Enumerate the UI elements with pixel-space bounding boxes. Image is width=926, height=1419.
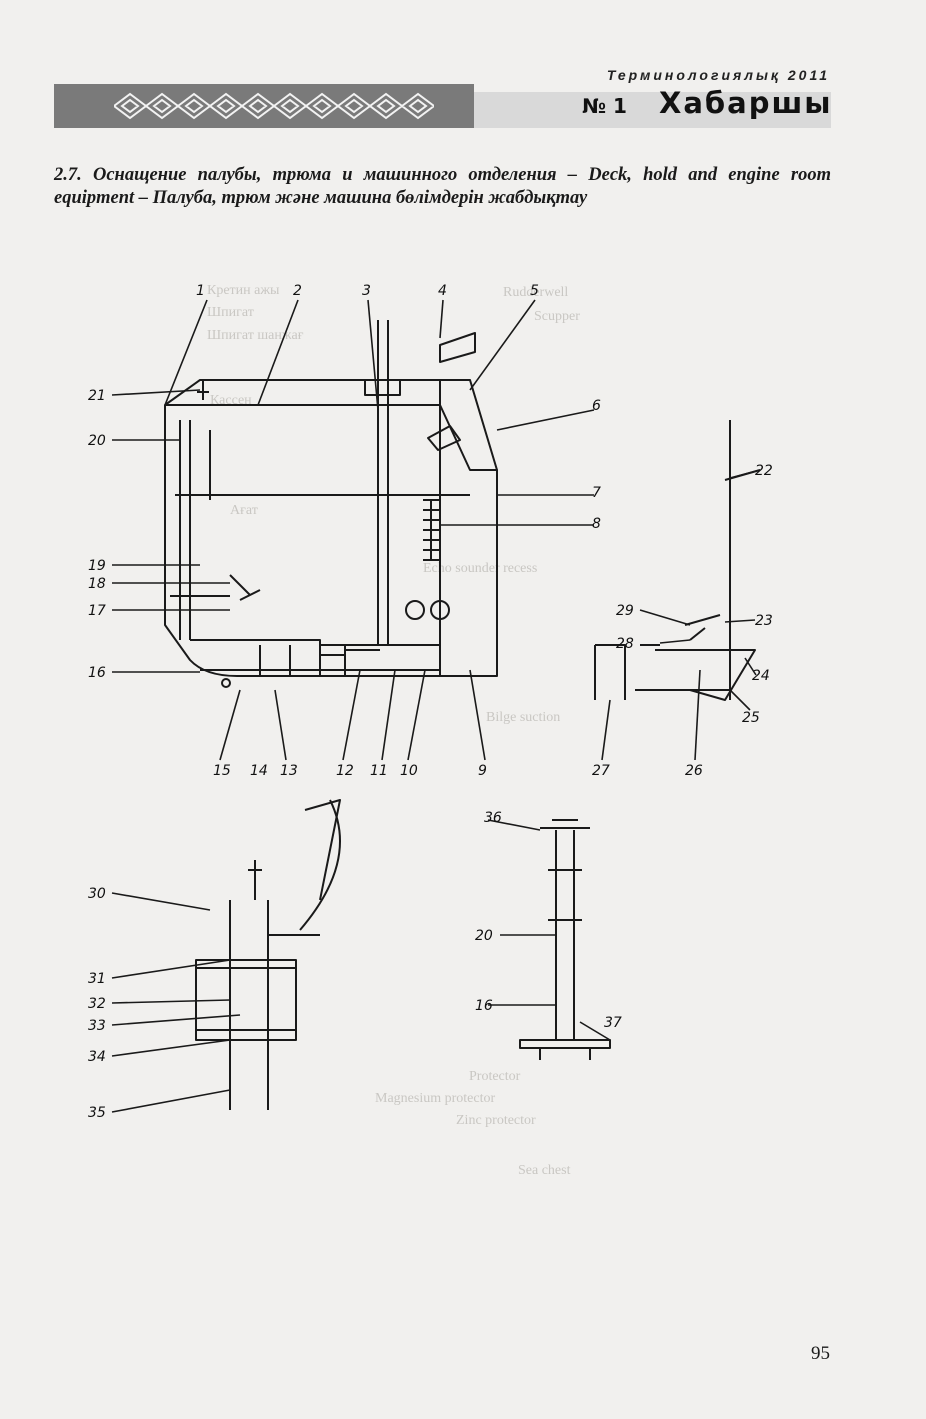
base-plate — [539, 1048, 591, 1060]
sea-chest — [640, 644, 756, 701]
callout-numbers: 1 2 3 4 5 6 7 8 9 10 11 12 13 14 15 16 1… — [88, 283, 773, 1121]
doubler — [519, 1039, 611, 1049]
callout-20: 20 — [88, 433, 106, 449]
callout-8: 8 — [592, 516, 601, 532]
callout-29: 29 — [616, 603, 634, 619]
callout-5: 5 — [530, 283, 539, 299]
strainer-a — [405, 600, 425, 620]
issue-number: № 1 — [582, 94, 627, 118]
callout-25: 25 — [742, 710, 760, 726]
deck-fitting — [427, 425, 461, 451]
pump-suction — [259, 645, 291, 676]
vent-box — [439, 332, 476, 363]
callout-34: 34 — [88, 1049, 106, 1065]
shell-section — [195, 968, 297, 1030]
callout-31: 31 — [88, 971, 106, 987]
valve-handle — [197, 380, 209, 400]
overboard-curve — [299, 799, 341, 931]
callout-20b: 20 — [475, 928, 493, 944]
callout-12: 12 — [336, 763, 354, 779]
journal-title: Хабаршы — [659, 86, 833, 120]
callout-18: 18 — [88, 576, 106, 592]
callout-3: 3 — [362, 283, 371, 299]
callout-15: 15 — [213, 763, 231, 779]
callout-9: 9 — [478, 763, 487, 779]
ornament-pattern — [114, 92, 434, 120]
rose-box — [320, 649, 380, 656]
journal-name: Терминологиялық 2011 — [606, 67, 830, 83]
banner-strip — [474, 92, 831, 128]
ladder — [179, 420, 191, 640]
callout-10: 10 — [400, 763, 418, 779]
callout-35: 35 — [88, 1105, 106, 1121]
callout-24: 24 — [752, 668, 770, 684]
callout-36: 36 — [484, 810, 502, 826]
callout-32: 32 — [88, 996, 106, 1012]
callout-6: 6 — [592, 398, 601, 414]
stiffener — [304, 799, 341, 901]
page-number: 95 — [811, 1343, 830, 1364]
drain-plug — [221, 678, 231, 688]
deck-cap — [540, 819, 590, 829]
callout-7: 7 — [592, 485, 601, 501]
leader-lines — [111, 299, 761, 1113]
callout-22: 22 — [755, 463, 773, 479]
grating — [684, 614, 721, 641]
shell-plate — [594, 644, 730, 700]
valve-stem — [248, 860, 262, 900]
strainer-b — [430, 600, 450, 620]
callout-27: 27 — [592, 763, 610, 779]
callout-11: 11 — [370, 763, 388, 779]
callout-26: 26 — [685, 763, 703, 779]
callout-33: 33 — [88, 1018, 106, 1034]
callout-30: 30 — [88, 886, 106, 902]
vent-pipe — [377, 320, 389, 645]
banner-band — [54, 84, 474, 128]
inner-bottom — [190, 639, 321, 676]
callout-16: 16 — [88, 665, 106, 681]
callout-2: 2 — [293, 283, 302, 299]
header-banner: № 1 Хабаршы — [54, 84, 831, 128]
callout-28: 28 — [616, 636, 634, 652]
callout-17: 17 — [88, 603, 106, 619]
sounding-column — [555, 830, 575, 1040]
callout-37: 37 — [604, 1015, 622, 1031]
deck-line — [164, 379, 498, 471]
discharge-pipe — [229, 900, 269, 1110]
callout-13: 13 — [280, 763, 298, 779]
section-heading: 2.7. Оснащение палубы, трюма и машинного… — [54, 165, 831, 208]
callout-1: 1 — [196, 283, 205, 299]
pipe-flange-bottom — [195, 1029, 297, 1041]
sounding-coil — [423, 499, 440, 561]
vent-head — [364, 379, 401, 396]
pipe-flange-top — [195, 959, 297, 969]
callout-21: 21 — [88, 388, 106, 404]
flange-pair — [548, 869, 582, 921]
sounding-tube — [229, 574, 261, 601]
callout-4: 4 — [438, 283, 447, 299]
callout-23: 23 — [755, 613, 773, 629]
callout-19: 19 — [88, 558, 106, 574]
hull-outline — [164, 404, 498, 677]
callout-14: 14 — [250, 763, 268, 779]
callout-16b: 16 — [475, 998, 493, 1014]
